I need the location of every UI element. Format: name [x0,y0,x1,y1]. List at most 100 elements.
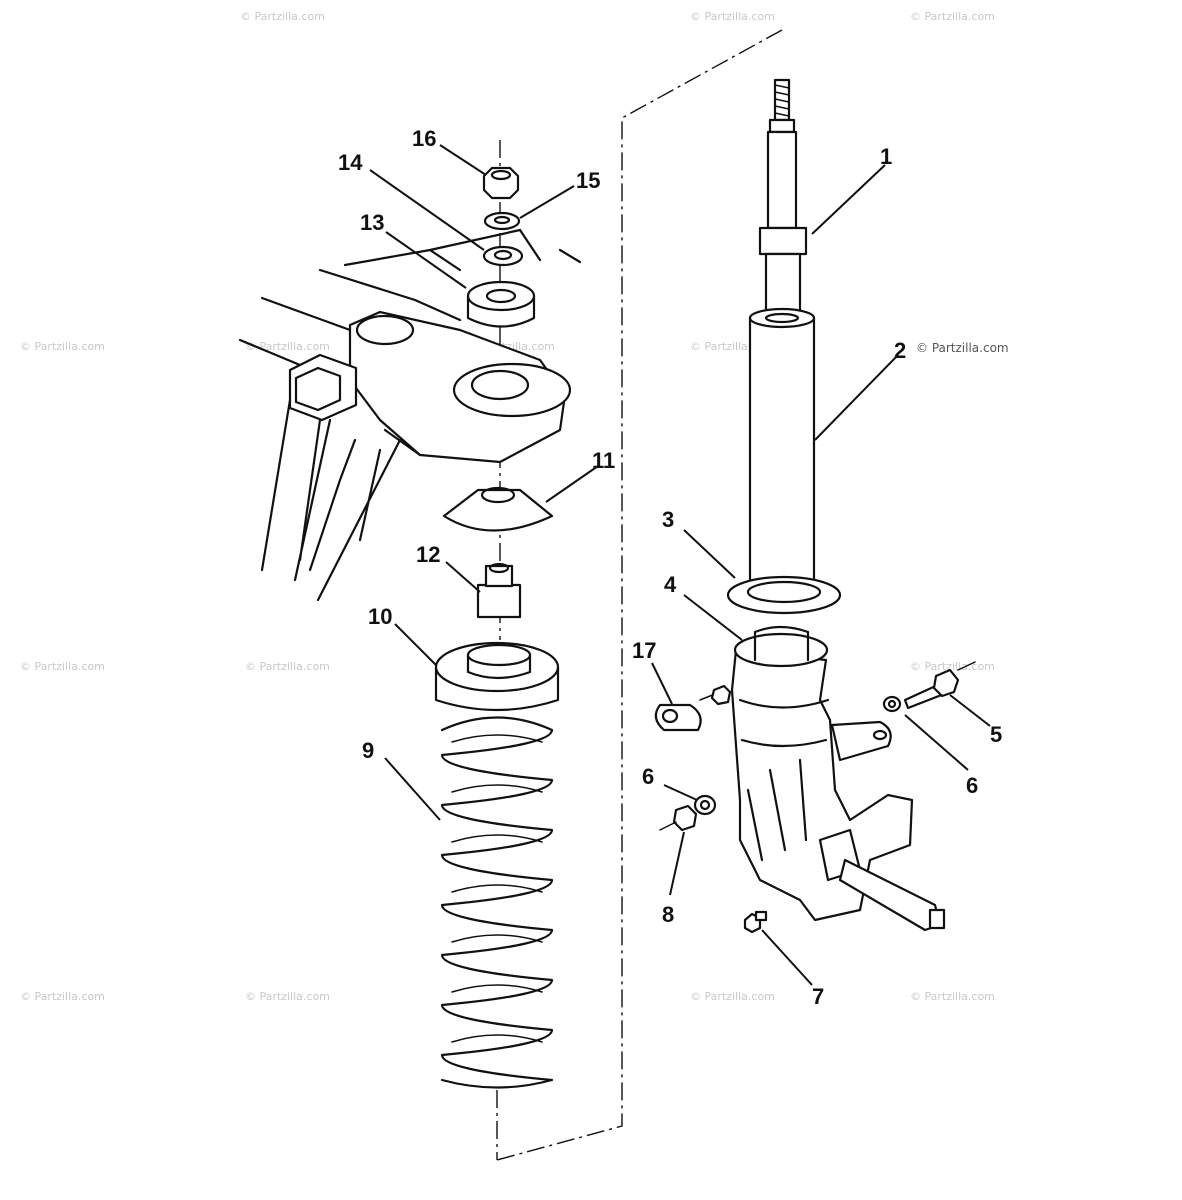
fitting-7-tip [754,910,768,922]
callout-15: 15 [576,168,600,193]
watermark: © Partzilla.com [240,10,325,23]
axle-tip [928,908,946,930]
frame-leg [260,398,332,582]
square-tube [288,353,358,422]
bolt-5-head [932,668,960,698]
leader-11 [545,465,599,503]
clip-17-loop [661,708,679,724]
leader-5 [949,694,991,727]
watermark: © Partzilla.com [245,990,330,1003]
callout-5: 5 [990,722,1002,747]
part-5-bolt [903,661,976,710]
rod-upper [766,130,798,230]
nut-8 [672,804,698,832]
rod-thread-lines [774,84,790,117]
leader-17 [651,662,673,705]
watermark: © Partzilla.com [690,990,775,1003]
frame-brace [383,428,422,457]
callout-8: 8 [662,902,674,927]
leader-2 [814,354,899,441]
washer-6-right-hole [887,699,897,709]
part-11-cone [442,486,554,532]
callout-4: 4 [664,572,677,597]
washer-6-right [882,695,902,713]
part-6-washer-right [882,695,902,713]
frame-line [496,29,783,1161]
spindle-body [730,648,914,922]
washer-15-hole [493,215,511,225]
washer-6-left-hole [699,799,711,811]
part-13-bushing [466,280,536,328]
callout-11: 11 [592,448,615,473]
nut-16-hole [490,169,512,181]
part-14-washer [482,245,524,267]
leader-3 [683,529,736,579]
leader-4 [683,594,743,641]
arm-top-edge [428,228,582,272]
callout-1: 1 [880,144,892,169]
leader-10 [394,623,437,666]
seal-3-inner [746,580,822,604]
part-4-spindle [730,625,946,932]
leader-7 [761,929,813,986]
nut-8-axis [659,821,677,831]
leader-6b [904,714,969,771]
spindle-top [733,632,829,668]
arm-eye-hole [470,369,530,401]
arm-edge [238,338,302,367]
spindle-ribs [738,698,830,862]
bushing-13-hole [485,288,517,304]
callout-10: 10 [368,604,392,629]
watermark: © Partzilla.com [910,660,995,673]
part-1-rod [758,78,808,316]
clip-17-nut [710,684,732,706]
part-9-spring [440,716,554,1089]
assembly-frame [496,29,783,1161]
part-15-washer [483,211,521,231]
leader-12 [445,561,481,593]
a-arm [238,228,582,602]
callout-numbers: 1 2 3 4 5 6 6 7 8 9 10 11 12 13 14 15 16… [338,126,1002,1009]
callout-3: 3 [662,507,674,532]
washer-15 [483,211,521,231]
part-12-nut [476,562,522,619]
rod-lower [764,252,802,316]
cone-11 [442,488,554,532]
rod-collar [758,226,808,256]
leader-16 [439,144,487,176]
square-tube-inner [294,366,342,412]
watermark: © Partzilla.com [245,660,330,673]
watermark: © Partzilla.com [916,341,1009,355]
arm-edge [260,296,352,332]
leader-15 [519,185,575,219]
seat-10-boss-top [466,643,532,667]
watermark: © Partzilla.com [20,660,105,673]
leader-9 [384,757,441,821]
part-7-grease-fitting [743,910,768,934]
callout-12: 12 [416,542,440,567]
spring-coil [440,716,554,1089]
part-2-shock-body [748,307,816,588]
watermark: © Partzilla.com [20,990,105,1003]
part-3-seal [726,575,842,615]
frame-leg [308,438,402,602]
washer-6-left [693,794,717,816]
steering-arm-hole [872,729,888,741]
steering-arm [830,720,892,762]
leader-14 [369,169,485,251]
watermark: © Partzilla.com [910,10,995,23]
part-16-nut [482,166,520,200]
callout-14: 14 [338,150,363,175]
cone-11-hole [480,486,516,504]
bushing-13-top [466,280,536,312]
leader-lines [369,144,991,986]
callout-6-left: 6 [642,764,654,789]
arm-eye [452,362,572,418]
nut-16 [482,166,520,200]
shock-tube [748,316,816,588]
nut-12-hex [476,583,522,619]
watermark: © Partzilla.com [690,10,775,23]
spring-coil-inner [451,734,543,1043]
